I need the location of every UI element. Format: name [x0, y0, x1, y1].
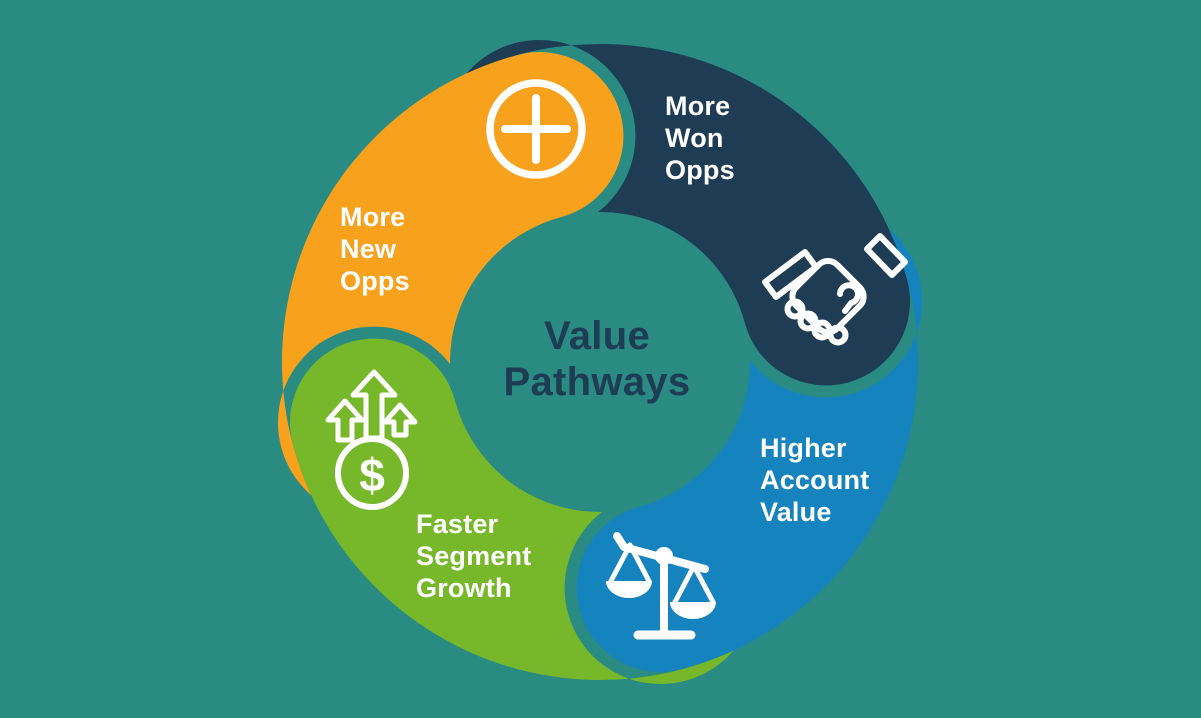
- label-line: Growth: [416, 573, 512, 603]
- segment-more-won-opps: [466, 39, 911, 386]
- label-more-won-opps: More Won Opps: [665, 90, 735, 186]
- label-line: Won: [665, 123, 724, 153]
- label-faster-segment-growth: Faster Segment Growth: [416, 508, 531, 604]
- growth-arrows-dollar-icon: $: [325, 369, 418, 510]
- label-line: More: [665, 91, 731, 121]
- title-line: Pathways: [503, 360, 691, 404]
- diagram-title: Value Pathways: [447, 313, 747, 405]
- label-line: Value: [760, 497, 832, 527]
- label-line: Segment: [416, 541, 532, 571]
- segment-faster-segment-growth: [289, 338, 734, 685]
- label-line: Faster: [416, 509, 499, 539]
- label-higher-account-value: Higher Account Value: [760, 432, 869, 528]
- dollar-sign: $: [359, 449, 385, 501]
- plus-circle-icon: [486, 79, 586, 179]
- title-line: Value: [543, 314, 650, 358]
- label-line: Higher: [760, 433, 847, 463]
- label-line: More: [340, 202, 406, 232]
- label-line: New: [340, 234, 397, 264]
- label-line: Account: [760, 465, 870, 495]
- handshake-icon: [762, 233, 908, 346]
- balance-scale-icon: [606, 532, 716, 640]
- label-line: Opps: [665, 155, 735, 185]
- label-line: Opps: [340, 266, 410, 296]
- label-more-new-opps: More New Opps: [340, 201, 410, 297]
